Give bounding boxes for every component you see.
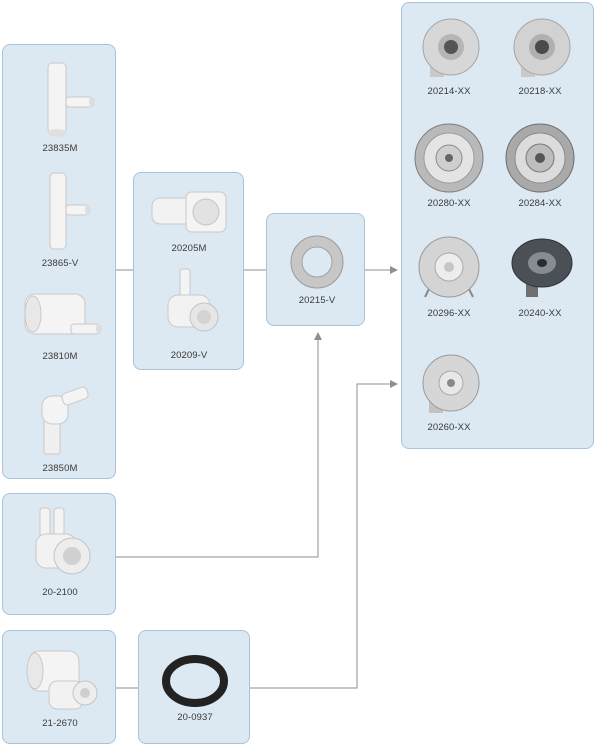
part-number: 20296-XX <box>427 308 471 319</box>
panel-gasket: 20215-V <box>266 213 365 326</box>
jet-body-image <box>167 268 219 332</box>
part-23850M: 23850M <box>10 380 110 474</box>
jet-insert-image <box>505 123 575 193</box>
gasket-image <box>290 235 344 289</box>
part-21-2670: 21-2670 <box>10 643 110 729</box>
part-number: 20260-XX <box>427 422 471 433</box>
part-23810M: 23810M <box>10 288 110 362</box>
panel-air-body: 20-2100 <box>2 493 116 615</box>
part-number: 20240-XX <box>518 308 562 319</box>
part-20284-XX: 20284-XX <box>490 121 590 209</box>
jet-insert-image <box>422 18 480 77</box>
jet-insert-image <box>418 236 480 298</box>
arrow-to-jets <box>390 266 398 274</box>
o-ring-image <box>162 655 228 707</box>
arrow-to-jet-lower <box>390 380 398 388</box>
part-number: 23850M <box>42 463 78 474</box>
elbow-fitting-image <box>41 386 89 455</box>
panel-body-tee: 21-2670 <box>2 630 116 744</box>
panel-bodies: 20205M 20209-V <box>133 172 244 370</box>
part-20-2100: 20-2100 <box>10 504 110 598</box>
part-20214-XX: 20214-XX <box>399 15 499 97</box>
tee-fitting-image <box>47 62 95 137</box>
panel-tees: 23835M 23865-V 23810M 23850M <box>2 44 116 479</box>
part-number: 23865-V <box>41 258 79 269</box>
air-jet-body-image <box>35 507 91 575</box>
part-number: 20280-XX <box>427 198 471 209</box>
jet-insert-image <box>422 354 480 413</box>
part-20209-V: 20209-V <box>139 267 239 361</box>
part-number: 20218-XX <box>518 86 562 97</box>
part-number: 20209-V <box>170 350 208 361</box>
part-20215-V: 20215-V <box>267 232 367 306</box>
part-20260-XX: 20260-XX <box>399 351 499 433</box>
part-number: 20214-XX <box>427 86 471 97</box>
part-23835M: 23835M <box>10 55 110 154</box>
tee-fitting-image <box>24 293 102 335</box>
tee-fitting-image <box>49 172 91 250</box>
panel-oring: 20-0937 <box>138 630 250 744</box>
part-20280-XX: 20280-XX <box>399 121 499 209</box>
part-20296-XX: 20296-XX <box>399 233 499 319</box>
jet-insert-image <box>511 238 573 297</box>
part-23865-V: 23865-V <box>10 167 110 269</box>
part-number: 20-0937 <box>177 712 213 723</box>
part-number: 20284-XX <box>518 198 562 209</box>
part-number: 21-2670 <box>42 718 78 729</box>
part-number: 23810M <box>42 351 78 362</box>
part-number: 20-2100 <box>42 587 78 598</box>
part-20205M: 20205M <box>139 188 239 254</box>
panel-jets: 20214-XX 20218-XX 20280-XX 20284-XX <box>401 2 594 449</box>
jet-insert-image <box>414 123 484 193</box>
part-number: 20205M <box>171 243 207 254</box>
part-number: 20215-V <box>298 295 336 306</box>
part-number: 23835M <box>42 143 78 154</box>
part-20-0937: 20-0937 <box>145 653 245 723</box>
tee-body-image <box>26 650 98 710</box>
arrow-to-gasket <box>314 332 322 340</box>
part-20218-XX: 20218-XX <box>490 15 590 97</box>
jet-body-image <box>151 191 227 233</box>
jet-insert-image <box>513 18 571 77</box>
part-20240-XX: 20240-XX <box>490 233 590 319</box>
